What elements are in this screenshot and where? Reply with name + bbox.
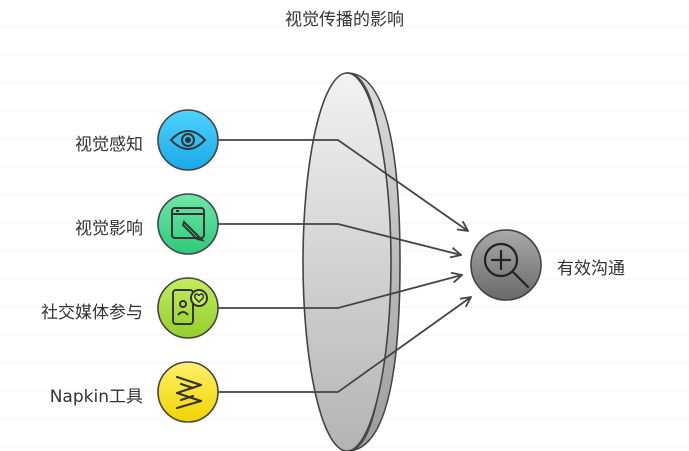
target-label: 有效沟通 [557, 259, 625, 279]
connector-visual-perception [218, 139, 468, 231]
target-node-effective-communication [470, 229, 542, 301]
connector-lines [218, 139, 471, 393]
eye-icon [169, 130, 207, 150]
source-label-napkin-tool: Napkin工具 [49, 387, 143, 407]
lens-disc [302, 72, 401, 451]
connector-napkin-tool [218, 297, 471, 393]
source-node-visual-impact [157, 193, 219, 255]
diagram-title: 视觉传播的影响 [285, 10, 404, 30]
magnifier-plus-icon [483, 242, 530, 289]
source-node-visual-perception [157, 109, 219, 171]
image-pencil-icon [171, 207, 206, 242]
source-node-napkin-tool [157, 361, 219, 423]
source-label-visual-perception: 视觉感知 [75, 135, 143, 155]
napkin-icon [175, 375, 203, 410]
phone-heart-icon [172, 289, 208, 325]
connector-visual-impact [218, 223, 461, 255]
source-label-visual-impact: 视觉影响 [75, 219, 143, 239]
connector-social-media [218, 275, 462, 309]
source-node-social-media [157, 277, 219, 339]
source-label-social-media: 社交媒体参与 [41, 303, 143, 323]
